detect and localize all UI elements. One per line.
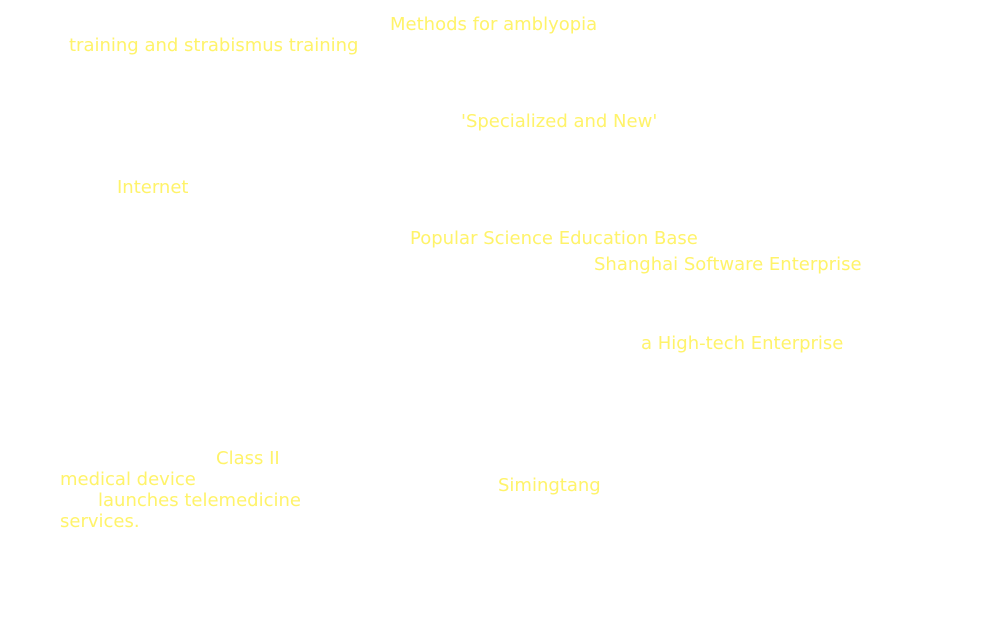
label-telemedicine: launches telemedicine [98,490,301,511]
label-training-strabismus: training and strabismus training [69,35,359,56]
label-services: services. [60,511,140,532]
label-high-tech-enterprise: a High-tech Enterprise [641,333,844,354]
label-specialized-new: 'Specialized and New' [461,111,658,132]
label-popular-science-base: Popular Science Education Base [410,228,698,249]
label-medical-device: medical device [60,469,196,490]
label-methods-amblyopia: Methods for amblyopia [390,14,598,35]
label-simingtang: Simingtang [498,475,601,496]
label-class-ii: Class II [216,448,280,469]
label-shanghai-software: Shanghai Software Enterprise [594,254,862,275]
label-internet: Internet [117,177,189,198]
